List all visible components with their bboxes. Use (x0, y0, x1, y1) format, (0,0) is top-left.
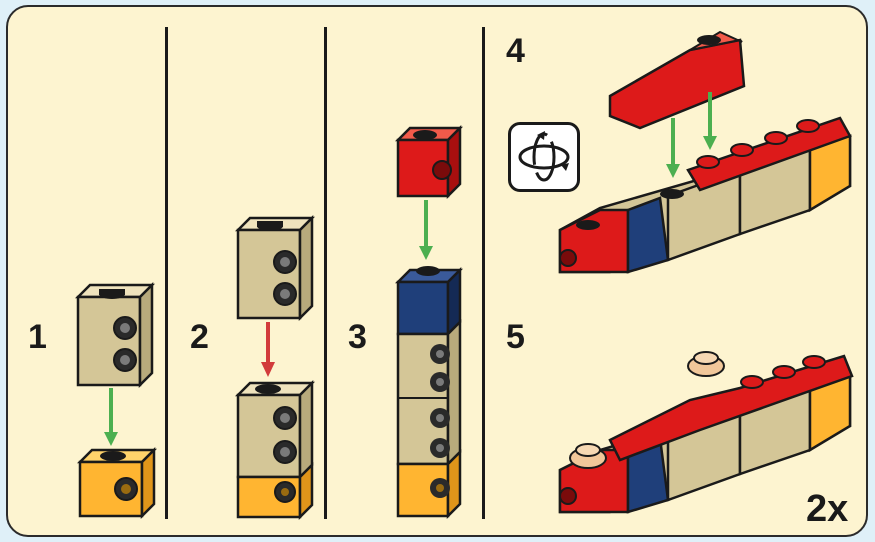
step-number-4: 4 (506, 32, 525, 70)
step4-red-slope (608, 30, 746, 130)
step-number-2: 2 (190, 318, 209, 356)
step-number-1: 1 (28, 318, 47, 356)
quantity-multiplier: 2x (806, 488, 849, 530)
step3-stack (394, 266, 464, 520)
rotate-model-icon (508, 122, 580, 192)
step1-tan-brick (74, 281, 156, 389)
step-divider-1 (165, 27, 168, 519)
step2-stack (234, 379, 316, 521)
step-number-3: 3 (348, 318, 367, 356)
step2-tan-brick-top (234, 214, 316, 322)
arrow-step3 (419, 246, 433, 260)
step1-orange-brick (76, 446, 158, 520)
step-divider-2 (324, 27, 327, 519)
step-number-5: 5 (506, 318, 525, 356)
arrow-step2 (261, 362, 275, 377)
arrow-step4-a (666, 164, 680, 178)
step4-assembly (558, 116, 852, 274)
step5-assembly (558, 351, 854, 514)
arrow-step4-b (703, 136, 717, 150)
step-divider-3 (482, 27, 485, 519)
step3-red-brick (394, 124, 464, 200)
arrow-step1 (104, 432, 118, 446)
